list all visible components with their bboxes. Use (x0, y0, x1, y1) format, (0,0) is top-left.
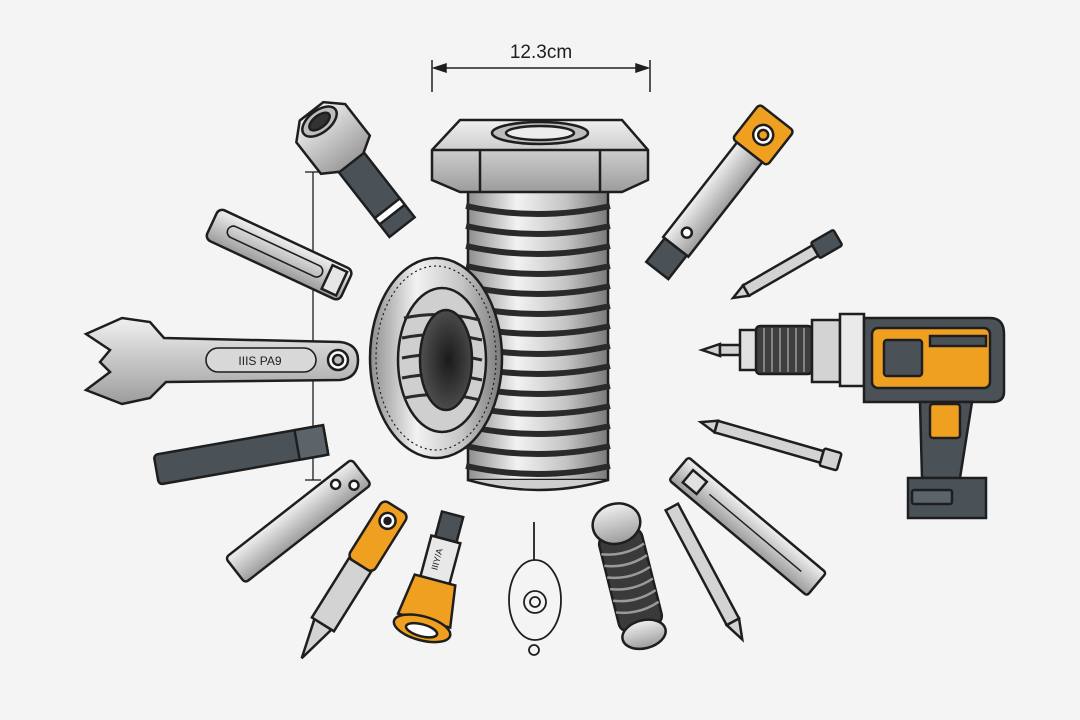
drill-icon (698, 312, 1006, 520)
wrench-icon (83, 316, 360, 406)
punch-icon (153, 423, 330, 486)
washer-icon (368, 256, 504, 460)
screwdriver-icon (392, 509, 465, 644)
hex-socket-icon (295, 100, 417, 239)
hex-bolt-icon (430, 118, 650, 492)
key-tag-icon (508, 522, 562, 656)
chisel-icon (205, 208, 353, 301)
pin-punch-icon (225, 459, 371, 583)
wrench-label: IIIS PA9 (238, 354, 281, 368)
pliers-icon (663, 457, 827, 643)
dimension-label: 12.3cm (510, 42, 572, 63)
awl-icon (300, 500, 408, 660)
needle-icon (697, 419, 843, 472)
dimension-marker (431, 60, 651, 92)
spring-icon (591, 502, 667, 651)
needle-awl-icon (730, 229, 843, 300)
orange-rod-icon (644, 104, 794, 281)
